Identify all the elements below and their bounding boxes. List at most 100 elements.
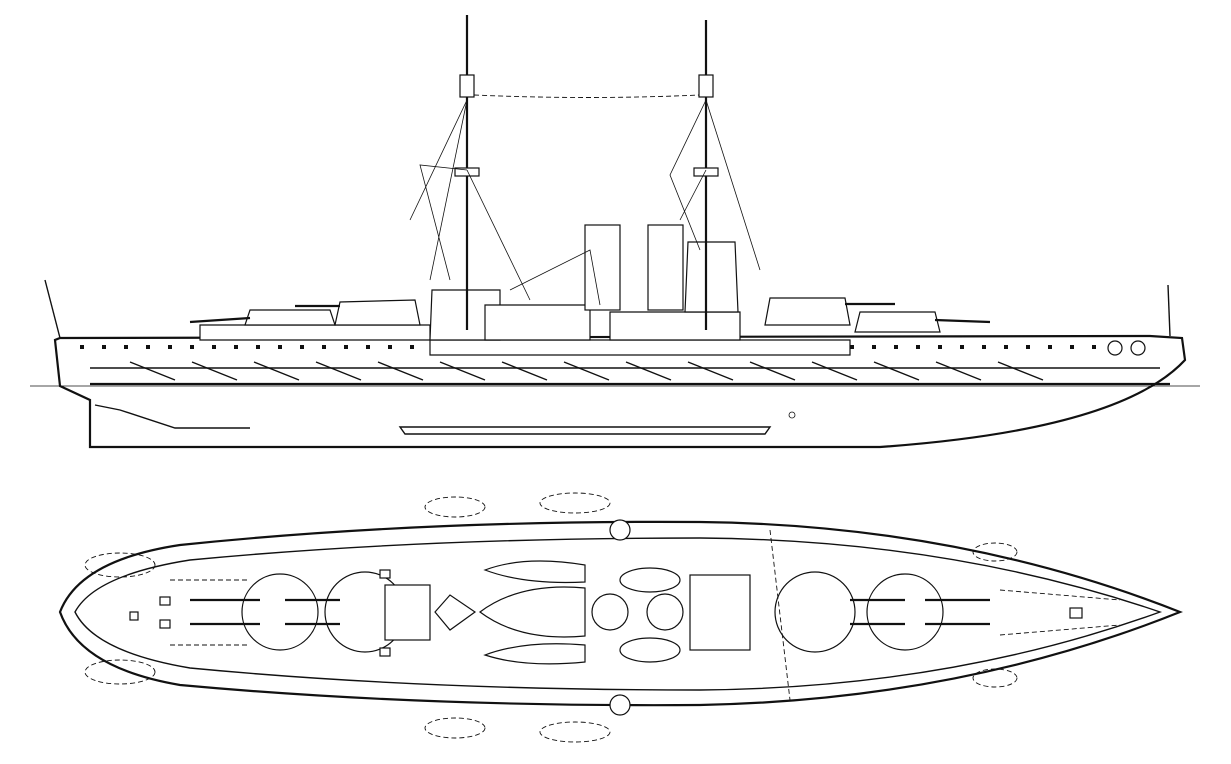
bridge (434, 594, 477, 631)
porthole (190, 345, 194, 349)
porthole (322, 345, 326, 349)
forward-funnel-top (591, 593, 629, 631)
anti-torpedo-boom (439, 361, 486, 381)
inner-deck-edge (74, 537, 1163, 691)
porthole (80, 345, 84, 349)
boat-boom (424, 496, 486, 518)
boat (619, 567, 681, 593)
turret-a (241, 573, 319, 651)
porthole (256, 345, 260, 349)
forward-turrets (190, 571, 477, 653)
gun-barrel (189, 316, 251, 324)
anti-torpedo-boom (935, 361, 982, 381)
anchor (1107, 340, 1123, 356)
porthole (916, 345, 920, 349)
porthole (124, 345, 128, 349)
boat-boom (84, 552, 156, 578)
porthole (1026, 345, 1030, 349)
anti-torpedo-boom (687, 361, 734, 381)
aerial-wire (473, 94, 700, 98)
boat-boom (972, 542, 1018, 562)
rigging (409, 99, 761, 301)
anchor (1130, 340, 1146, 356)
anti-torpedo-boom (253, 361, 300, 381)
anti-torpedo-boom (873, 361, 920, 381)
fore-platform (454, 167, 480, 177)
profile-view: (function(){var g=document.currentScript… (30, 15, 1200, 449)
boat (483, 560, 586, 584)
boats-midships (478, 519, 751, 716)
turret-d (866, 573, 944, 651)
main-platform (693, 167, 719, 177)
porthole (850, 345, 854, 349)
deck-outline (58, 520, 1183, 707)
boat-boom (539, 721, 611, 743)
aft-bridge-tower (684, 241, 739, 313)
boat-boom (424, 717, 486, 739)
flagstaff (44, 279, 61, 339)
boat-stack (478, 586, 586, 638)
aft-funnel-top (646, 593, 684, 631)
boat (483, 643, 586, 665)
porthole (894, 345, 898, 349)
turret-c (774, 571, 856, 653)
porthole (388, 345, 392, 349)
casemate-deck (429, 339, 851, 356)
bilge-keel (398, 426, 772, 435)
porthole (960, 345, 964, 349)
porthole (300, 345, 304, 349)
forward-funnel (584, 224, 621, 311)
deck-break (769, 529, 791, 701)
anti-torpedo-boom (563, 361, 610, 381)
conning-tower (384, 584, 431, 641)
porthole (168, 345, 172, 349)
porthole (410, 345, 414, 349)
jackstaff (1167, 284, 1171, 337)
forward-superstructure (429, 289, 501, 341)
anti-torpedo-boom (997, 361, 1044, 381)
porthole (102, 345, 106, 349)
anti-torpedo-boom (191, 361, 238, 381)
deck-markings (170, 579, 1121, 646)
aft-turret-2 (854, 311, 941, 333)
forecastle-deck (199, 324, 431, 341)
anti-torpedo-boom (749, 361, 796, 381)
boat-crane (509, 249, 601, 306)
rudder-propeller (94, 404, 250, 429)
aft-funnel (647, 224, 684, 311)
porthole (982, 345, 986, 349)
searchlight (609, 694, 631, 716)
anti-torpedo-boom (501, 361, 548, 381)
porthole (938, 345, 942, 349)
hull-outline (53, 334, 1187, 449)
porthole (212, 345, 216, 349)
aft-turret-1 (764, 297, 851, 326)
boat-deck (484, 304, 591, 341)
porthole (1048, 345, 1052, 349)
porthole (344, 345, 348, 349)
scuttle (788, 411, 796, 419)
boat-boom (84, 659, 156, 685)
gun-barrel (934, 318, 991, 324)
porthole (872, 345, 876, 349)
ventilators (129, 569, 1083, 657)
plan-view (58, 492, 1183, 743)
fore-top (459, 74, 475, 98)
porthole (278, 345, 282, 349)
porthole (1092, 345, 1096, 349)
porthole (146, 345, 150, 349)
porthole (1070, 345, 1074, 349)
aft-superstructure (689, 574, 751, 651)
midships-superstructure (609, 311, 741, 341)
porthole (366, 345, 370, 349)
anti-torpedo-boom (377, 361, 424, 381)
aft-turrets (774, 571, 990, 653)
forward-turret-2 (334, 299, 421, 326)
main-top (698, 74, 714, 98)
anti-torpedo-boom (811, 361, 858, 381)
boat-boom (972, 668, 1018, 688)
boat-boom (539, 492, 611, 514)
porthole (234, 345, 238, 349)
